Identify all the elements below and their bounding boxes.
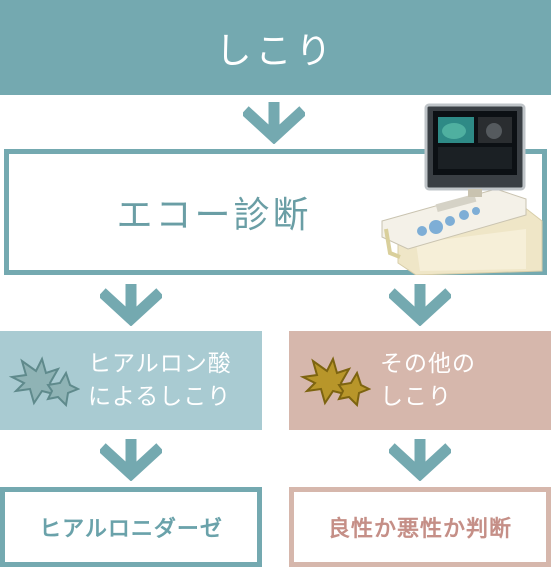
down-arrow-icon — [100, 284, 162, 326]
label-line: その他の — [380, 351, 476, 377]
label-line: ヒアルロン酸 — [88, 351, 232, 377]
down-arrow-icon — [389, 439, 451, 481]
title-text: しこり — [215, 30, 336, 72]
label-line: しこり — [380, 384, 452, 410]
hyaluronidase-result-box: ヒアルロニダーゼ — [0, 487, 262, 567]
down-arrow-icon — [243, 102, 305, 144]
ultrasound-machine-icon — [381, 103, 543, 275]
title-banner: しこり — [0, 0, 551, 95]
lump-icon — [8, 356, 80, 407]
benign-malignant-result-label: 良性か悪性か判断 — [327, 517, 512, 542]
hyaluronic-lump-label: ヒアルロン酸 によるしこり — [88, 348, 232, 414]
echo-diagnosis-label: エコー診断 — [116, 195, 312, 236]
label-line: によるしこり — [88, 384, 232, 410]
other-lump-label: その他の しこり — [380, 348, 476, 414]
hyaluronic-lump-box: ヒアルロン酸 によるしこり — [0, 331, 262, 430]
lump-icon — [299, 356, 371, 407]
down-arrow-icon — [100, 439, 162, 481]
benign-malignant-result-box: 良性か悪性か判断 — [289, 487, 551, 567]
other-lump-box: その他の しこり — [289, 331, 551, 430]
down-arrow-icon — [389, 284, 451, 326]
hyaluronidase-result-label: ヒアルロニダーゼ — [39, 517, 223, 542]
